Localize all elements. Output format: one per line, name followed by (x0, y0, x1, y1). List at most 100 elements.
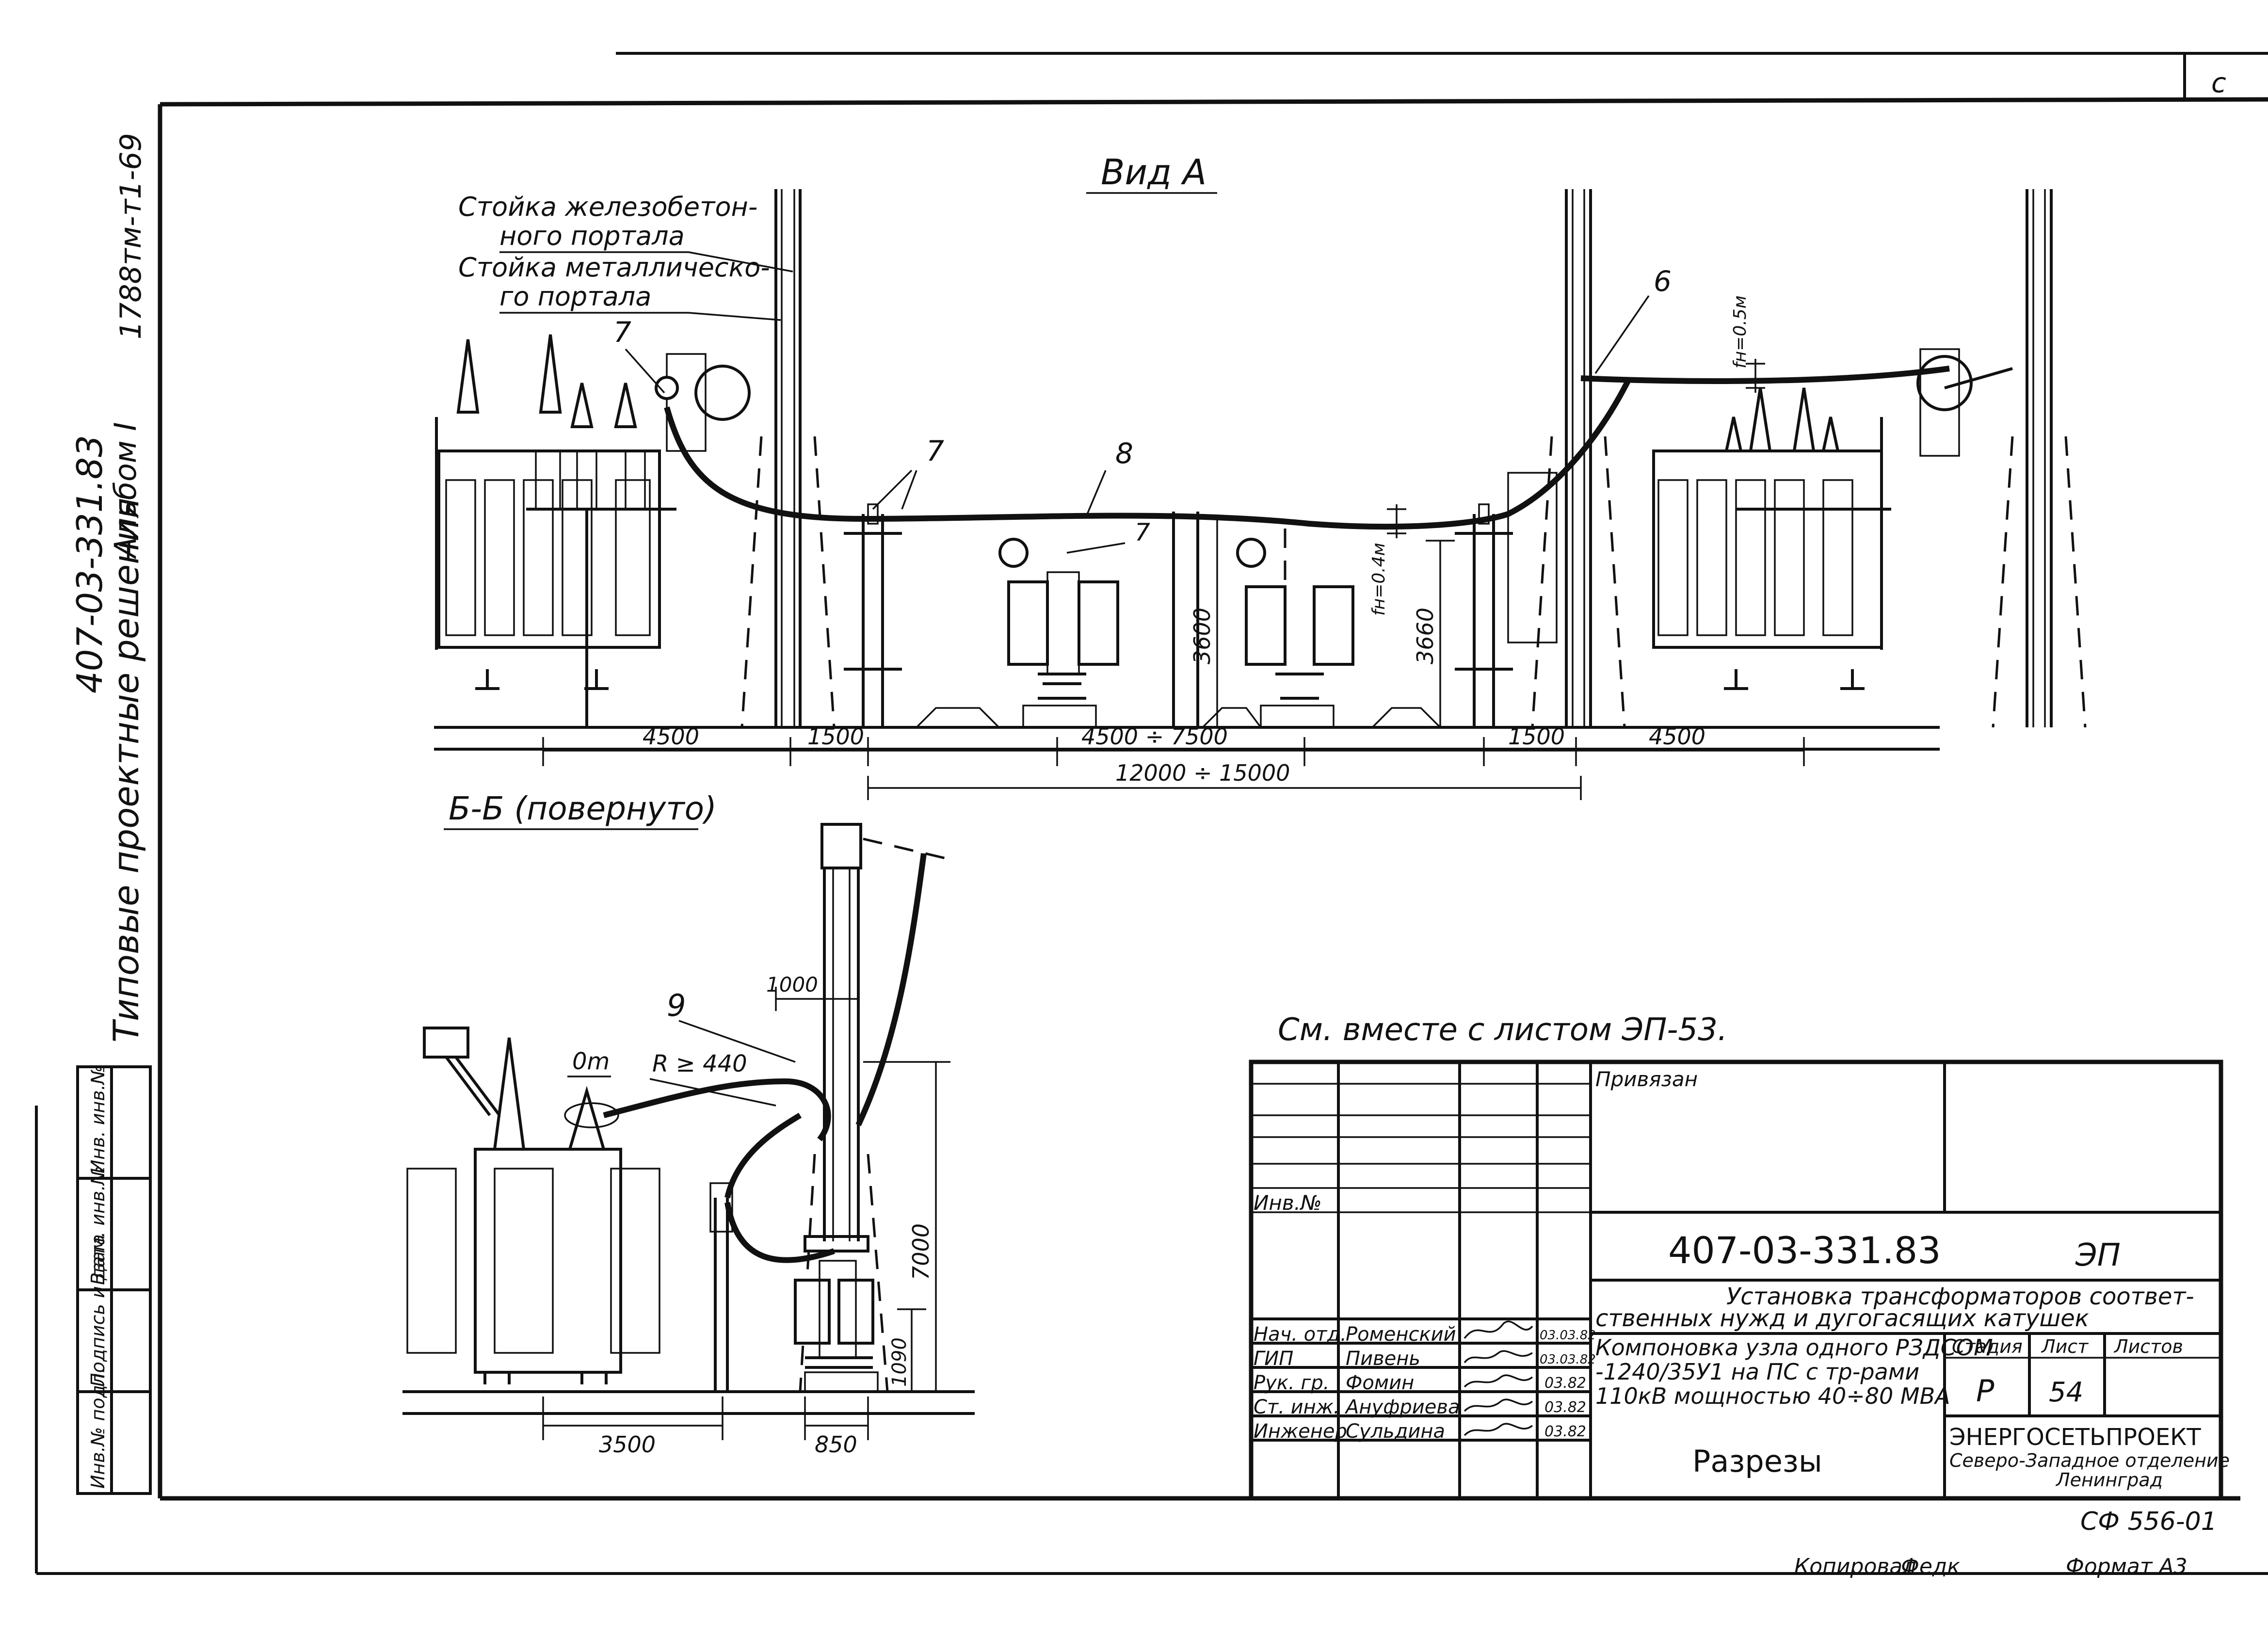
stage-header: Стадия (1952, 1336, 2023, 1357)
callout-6: 6 (1654, 265, 1672, 298)
sheet-header: Лист (2041, 1336, 2089, 1357)
view-a: Вид А (434, 152, 2087, 800)
bb-transformer (406, 1027, 660, 1384)
centre-support-column (1172, 512, 1199, 727)
callout-rc-post-line1: Стойка железобетон- (458, 192, 757, 222)
bb-height-7000: 7000 (863, 1061, 950, 1392)
section-bb: Б-Б (повернуто) (402, 790, 975, 1458)
ramp-left (916, 707, 1000, 728)
sheet-title-line3: 110кВ мощностью 40÷80 МВА (1595, 1383, 1950, 1409)
arc-suppression-coil-b (1236, 529, 1354, 728)
sag-mark-left: fн=0.4м (1369, 504, 1406, 616)
stamp-cell-1: Инв.№ подл. (87, 1367, 109, 1489)
subject-line2: ственных нужд и дугогасящих катушек (1595, 1305, 2089, 1332)
dim-4500-left: 4500 (643, 723, 699, 750)
bb-cable-3 (724, 1202, 835, 1263)
archive-number: 1788тм-т1-69 (114, 133, 148, 339)
margin-stamp (76, 1065, 152, 1495)
org-name: ЭНЕРГОСЕТЬПРОЕКТ (1949, 1424, 2201, 1451)
staff-name-5: Сульдина (1346, 1420, 1445, 1443)
subject-line1: Установка трансформаторов соответ- (1726, 1283, 2194, 1310)
staff-date-5: 03.82 (1544, 1423, 1586, 1440)
height-dim-left: 3600 (1189, 515, 1232, 727)
series-title: Типовые проектные решения (106, 498, 146, 1043)
staff-role-5: Инженер (1254, 1420, 1347, 1443)
right-support-insulator (1455, 503, 1513, 727)
svg-text:3500: 3500 (599, 1431, 656, 1458)
title-block: Привязан Инв.№ 407-03-331.83 ЭП Установк… (1249, 1060, 2230, 1501)
dim-total: 12000 ÷ 15000 (1115, 760, 1290, 786)
right-transformer (1507, 348, 1973, 690)
left-portal-post (740, 189, 836, 728)
bb-dim-1000: 1000 (766, 973, 818, 996)
callout-8: 8 (1115, 437, 1133, 470)
dim-4500-right: 4500 (1649, 723, 1705, 750)
svg-text:fн=0.5м: fн=0.5м (1730, 295, 1750, 369)
project-code-vertical: 407-03-331.83 (69, 435, 110, 693)
sag-mark-right: fн=0.5м (1730, 295, 1765, 393)
svg-text:3660: 3660 (1412, 608, 1438, 664)
arc-suppression-coil-a (998, 538, 1119, 728)
stamp-cell-4: Инв. инв.№ (87, 1065, 109, 1173)
drawing-mark: ЭП (2075, 1237, 2121, 1273)
top-right-mark: с (2211, 67, 2226, 99)
staff-name-4: Ануфриева (1344, 1396, 1460, 1418)
bb-dimensions: 3500 850 (542, 1397, 869, 1458)
height-dim-right: 3660 (1412, 540, 1455, 727)
footer-copied-label: Копировал (1794, 1554, 1916, 1579)
bb-cable-drop (855, 853, 927, 1126)
view-a-title: Вид А (1101, 152, 1206, 193)
staff-role-1: Нач. отд. (1254, 1323, 1347, 1346)
ramp-centre (1202, 707, 1262, 728)
staff-date-1: 03.03.82 (1540, 1328, 1596, 1343)
callout-7-mid: 7 (926, 434, 944, 467)
signature-1 (1464, 1320, 1533, 1339)
signature-2 (1464, 1350, 1533, 1364)
bb-overhead-dashed (863, 837, 946, 860)
bb-post-insulator (709, 1182, 733, 1392)
callout-7-left: 7 (613, 316, 631, 349)
bb-callout-9: 9 (667, 988, 686, 1023)
callout-7-small: 7 (1135, 518, 1150, 546)
bb-cable-1 (603, 1078, 831, 1141)
staff-date-2: 03.03.82 (1540, 1352, 1596, 1367)
staff-date-3: 03.82 (1544, 1375, 1586, 1392)
upper-cable-right (1580, 366, 1950, 384)
signature-4 (1464, 1398, 1533, 1412)
right-portal-post-2 (1992, 189, 2087, 728)
drawing-code: 407-03-331.83 (1668, 1229, 1941, 1272)
signature-3 (1464, 1374, 1533, 1388)
section-bb-title: Б-Б (повернуто) (449, 790, 717, 827)
stage-value: Р (1976, 1373, 1995, 1409)
dim-1500-right: 1500 (1508, 723, 1565, 750)
sheets-header: Листов (2113, 1336, 2183, 1357)
stamp-cell-2: Подпись и дата (87, 1234, 109, 1387)
svg-text:fн=0.4м: fн=0.4м (1369, 543, 1389, 616)
stamp-cell-3: Взам. инв.№ (87, 1166, 109, 1285)
bb-radius-label: R ≥ 440 (652, 1050, 747, 1077)
staff-name-3: Фомин (1346, 1372, 1414, 1394)
footer-copier: Федк (1901, 1554, 1960, 1579)
privyazan-label: Привязан (1595, 1067, 1698, 1091)
left-margin: Типовые проектные решения 407-03-331.83 … (69, 133, 152, 1495)
callout-metal-post-line2: го портала (499, 281, 651, 312)
svg-text:7000: 7000 (908, 1223, 934, 1280)
bb-label-0m: 0m (572, 1048, 610, 1075)
org-branch: Северо-Западное отделение (1949, 1450, 2230, 1471)
main-cable-a (664, 377, 1632, 530)
staff-role-4: Ст. инж. (1254, 1396, 1340, 1418)
ramp-right (1371, 707, 1441, 728)
sheet-value: 54 (2049, 1377, 2083, 1408)
drawing-name: Разрезы (1692, 1444, 1822, 1479)
svg-text:1090: 1090 (888, 1337, 911, 1387)
dim-1500-left: 1500 (807, 723, 864, 750)
callout-rc-post-line2: ного портала (499, 221, 685, 251)
staff-name-1: Роменский (1346, 1323, 1456, 1346)
footer-code: СФ 556-01 (2080, 1507, 2217, 1536)
svg-text:850: 850 (815, 1431, 857, 1458)
bb-portal-post (799, 823, 889, 1392)
footer-format: Формат А3 (2066, 1554, 2188, 1579)
callout-rc-post: Стойка железобетон- ного портала Стойка … (458, 192, 793, 321)
staff-name-2: Пивень (1346, 1348, 1420, 1370)
sheet-frame: с (35, 52, 2268, 1575)
